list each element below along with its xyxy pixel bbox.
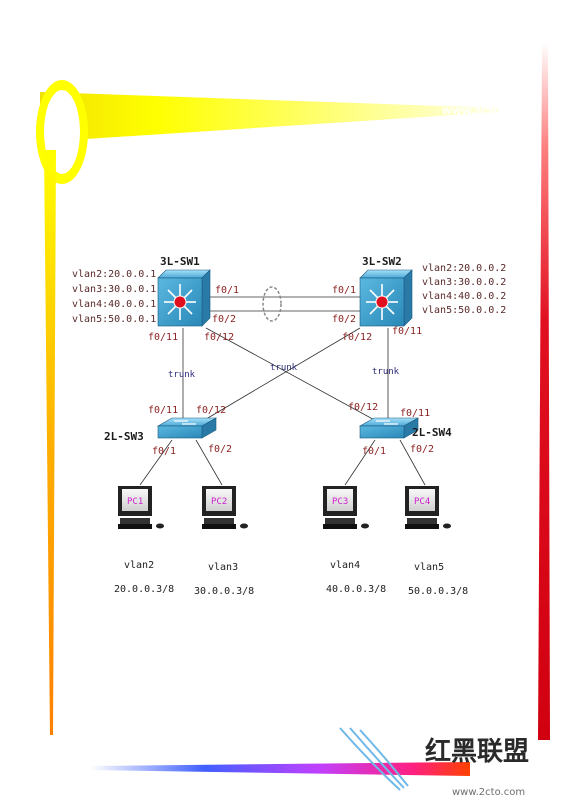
port-labels: f0/1 f0/2 f0/11 f0/12 f0/1 f0/2 f0/12 f0… — [148, 285, 434, 457]
pc-vlan-label: vlan5 — [414, 562, 444, 573]
pc-ip-label: 40.0.0.3/8 — [326, 584, 386, 595]
bottom-bar — [90, 762, 470, 776]
link-sw3-pc2 — [195, 439, 223, 486]
pc-2[interactable]: PC2 — [202, 486, 248, 529]
pc-name-label: PC2 — [211, 497, 227, 507]
pc-group: PC1 vlan2 20.0.0.3/8 PC2 vlan3 30.0.0.3/8 PC3 v… — [114, 486, 468, 597]
link-sw1-sw4 — [205, 327, 381, 424]
sw1-port-f02: f0/2 — [212, 314, 236, 325]
pc-3[interactable]: PC3 — [323, 486, 369, 529]
right-bar — [538, 42, 550, 740]
sw4-port-f02: f0/2 — [410, 444, 434, 455]
sw3-port-f02: f0/2 — [208, 444, 232, 455]
sw3-port-f012: f0/12 — [196, 405, 226, 416]
trunk-label-right: trunk — [372, 367, 400, 377]
pc-vlan-label: vlan2 — [124, 560, 154, 571]
banner-watermark: WWW.2CTO.COM — [442, 107, 528, 117]
link-sw4-pc3 — [344, 439, 376, 486]
sw1-port-f01: f0/1 — [215, 285, 239, 296]
pc-vlan-label: vlan4 — [330, 560, 360, 571]
sw2-name: 3L-SW2 — [362, 255, 402, 268]
sw3-port-f011: f0/11 — [148, 405, 178, 416]
switch-3l-sw1[interactable] — [157, 269, 211, 327]
sw3-name: 2L-SW3 — [104, 430, 144, 443]
sw2-port-f011: f0/11 — [392, 326, 422, 337]
sw2-ip-vlan3: vlan3:30.0.0.2 — [422, 277, 506, 288]
pc-name-label: PC1 — [127, 497, 143, 507]
links — [139, 296, 426, 486]
left-bar — [44, 150, 56, 735]
trunk-label-mid: trunk — [270, 363, 298, 373]
sw2-ip-list: vlan2:20.0.0.2 vlan3:30.0.0.2 vlan4:40.0… — [422, 263, 506, 316]
pc-name-label: PC4 — [414, 497, 430, 507]
sw4-port-f011: f0/11 — [400, 408, 430, 419]
sw1-ip-vlan5: vlan5:50.0.0.1 — [72, 314, 156, 325]
sw2-ip-vlan5: vlan5:50.0.0.2 — [422, 305, 506, 316]
pc-ip-label: 20.0.0.3/8 — [114, 584, 174, 595]
sw1-ip-list: vlan2:20.0.0.1 vlan3:30.0.0.1 vlan4:40.0… — [72, 269, 156, 325]
sw2-port-f02: f0/2 — [332, 314, 356, 325]
switch-2l-sw3[interactable] — [156, 417, 218, 439]
pc-ip-label: 50.0.0.3/8 — [408, 586, 468, 597]
sw1-name: 3L-SW1 — [160, 255, 200, 268]
bird-logo-icon — [339, 727, 409, 791]
etherchannel-ring-icon — [262, 286, 282, 322]
link-sw3-pc1 — [139, 439, 173, 486]
sw2-ip-vlan4: vlan4:40.0.0.2 — [422, 291, 506, 302]
trunk-label-left: trunk — [168, 370, 196, 380]
sw2-port-f012: f0/12 — [342, 332, 372, 343]
decorative-frame: WWW.2CTO.COM 红黑联盟 www.2cto.com — [36, 42, 550, 798]
sw4-name: 2L-SW4 — [412, 426, 452, 439]
pc-4[interactable]: PC4 — [405, 486, 451, 529]
sw1-port-f012: f0/12 — [204, 332, 234, 343]
sw1-ip-vlan4: vlan4:40.0.0.1 — [72, 299, 156, 310]
sw4-port-f01: f0/1 — [362, 446, 386, 457]
sw4-port-f012: f0/12 — [348, 402, 378, 413]
sw1-port-f011: f0/11 — [148, 332, 178, 343]
link-sw2-sw3 — [195, 327, 361, 426]
watermark-url: www.2cto.com — [452, 787, 525, 798]
watermark-cn: 红黑联盟 — [425, 736, 529, 767]
sw1-ip-vlan3: vlan3:30.0.0.1 — [72, 284, 156, 295]
link-sw4-pc4 — [399, 439, 426, 486]
sw2-ip-vlan2: vlan2:20.0.0.2 — [422, 263, 506, 274]
pc-vlan-label: vlan3 — [208, 562, 238, 573]
pc-1[interactable]: PC1 — [118, 486, 164, 529]
yellow-banner — [40, 92, 500, 142]
switch-3l-sw2[interactable] — [359, 269, 413, 327]
sw3-port-f01: f0/1 — [152, 446, 176, 457]
switch-2l-sw4[interactable] — [358, 417, 420, 439]
pc-ip-label: 30.0.0.3/8 — [194, 586, 254, 597]
sw2-port-f01: f0/1 — [332, 285, 356, 296]
pc-name-label: PC3 — [332, 497, 348, 507]
sw1-ip-vlan2: vlan2:20.0.0.1 — [72, 269, 156, 280]
